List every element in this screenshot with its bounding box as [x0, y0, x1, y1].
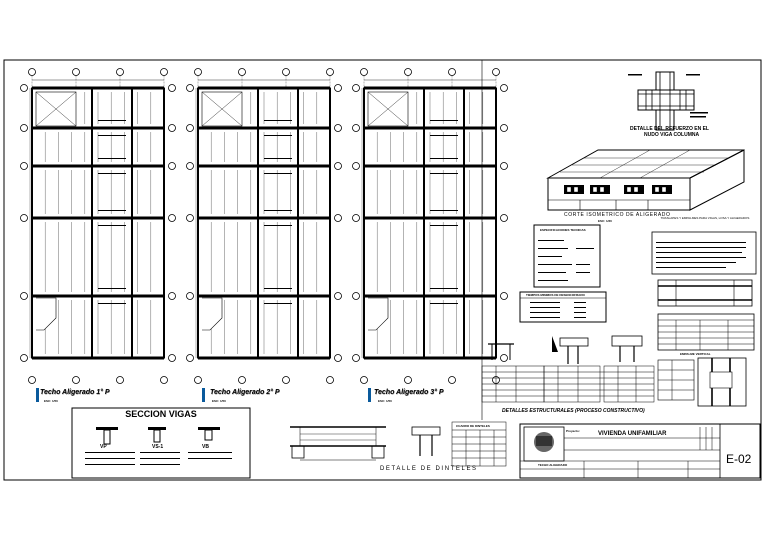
plan-scale-1: ESC: 1/50: [44, 399, 58, 403]
dinteles-title: DETALLE DE DINTELES: [380, 466, 478, 472]
nudo-title-line2: NUDO VIGA COLUMNA: [644, 132, 700, 138]
cuadro-dinteles-table: [451, 421, 507, 467]
specifications-box: [533, 224, 601, 288]
column-details-row: [488, 335, 643, 364]
floor-plans-group: [20, 68, 508, 402]
traslape-detail: [657, 279, 753, 307]
section-label-vb: VB: [202, 444, 209, 450]
title-block: [519, 423, 761, 479]
project-name: VIVIENDA UNIFAMILIAR: [598, 431, 667, 437]
plan-title-3: Techo Aligerado 3° P: [374, 389, 444, 396]
isometric-title: CORTE ISOMETRICO DE ALIGERADO: [564, 212, 671, 218]
plan-scale-3: ESC: 1/50: [378, 399, 392, 403]
seccion-vigas-panel: [71, 407, 251, 479]
plan-title-1: Techo Aligerado 1° P: [40, 389, 110, 396]
cuadro-dinteles-title: CUADRO DE DINTELES: [456, 424, 490, 428]
section-label-vp: VP: [100, 444, 107, 450]
plan-scale-2: ESC: 1/50: [212, 399, 226, 403]
dintel-detail: [290, 426, 441, 461]
detalles-estructurales-title: DETALLES ESTRUCTURALES (PROCESO CONSTRUC…: [502, 408, 645, 414]
nudo-title-line1: DETALLE DEL REFUERZO EN EL: [630, 126, 709, 132]
specs-title: ESPECIFICACIONES TECNICAS: [540, 228, 586, 232]
nudo-viga-columna-detail: [628, 71, 708, 131]
tiempos-desencofrado-table: [519, 291, 607, 323]
isometric-scale: ESC: 1/20: [598, 219, 612, 223]
plan-name: TECHO ALIGERADO: [538, 463, 568, 467]
traslapes-notes: [651, 231, 757, 275]
seccion-vigas-title: SECCION VIGAS: [125, 409, 197, 419]
empalme-vertical-detail: [657, 357, 747, 407]
plan-title-2: Techo Aligerado 2° P: [210, 389, 280, 396]
empalme-table: [657, 313, 755, 351]
isometric-aligerado-drawing: [546, 149, 745, 211]
traslapes-title: TRASLAPES Y EMPALMES PARA VIGAS, LOSA Y …: [660, 216, 750, 220]
sheet-code: E-02: [726, 452, 752, 466]
section-label-vs1: VS-1: [152, 444, 164, 450]
tiempos-title: TIEMPOS MINIMOS DE DESENCOFRADO: [526, 293, 585, 297]
project-label: Proyecto:: [566, 429, 580, 433]
detail-tables: [481, 365, 655, 403]
empalme-vertical-title: EMPALME VERTICAL: [680, 352, 711, 356]
